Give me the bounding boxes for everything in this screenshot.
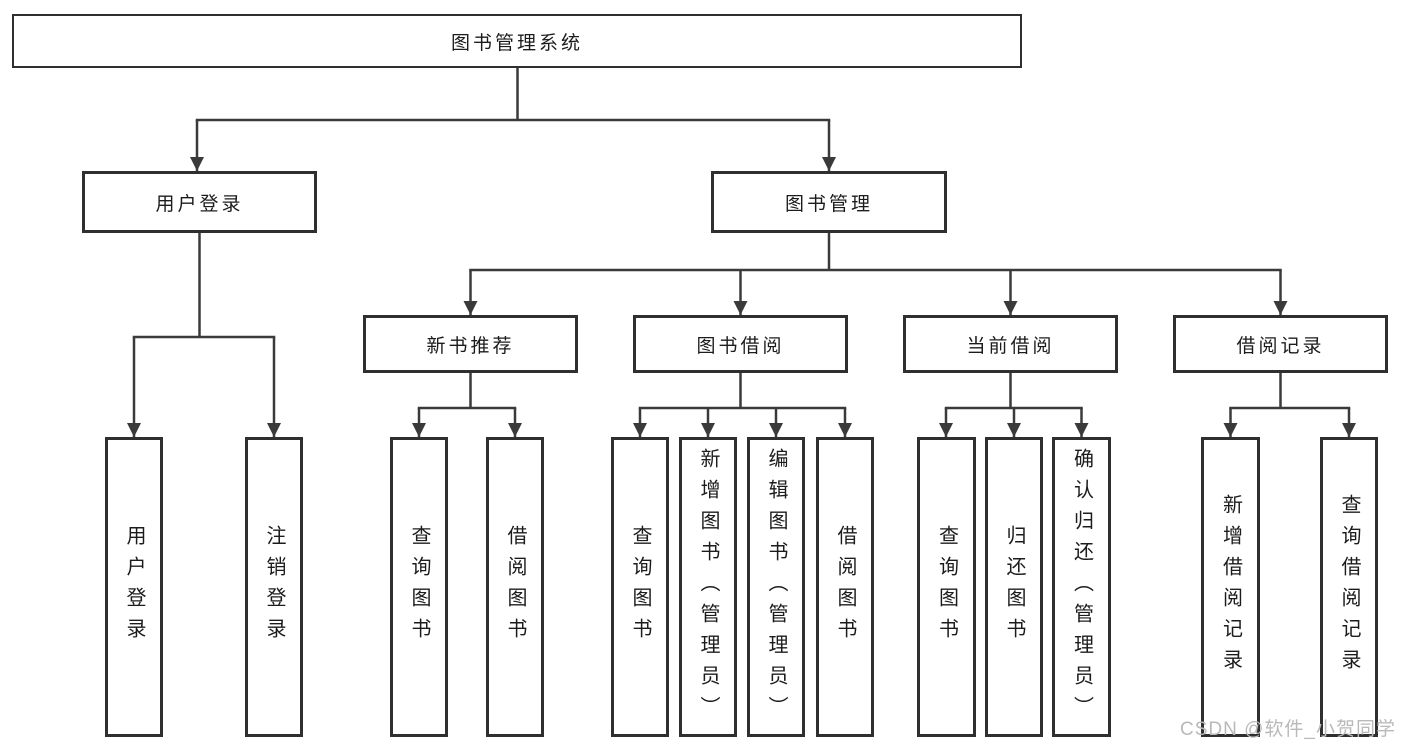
node-user-login: 用户登录 (82, 171, 317, 233)
leaf-logout: 注销登录 (245, 437, 303, 737)
leaf-add-borrow-record: 新增借阅记录 (1201, 437, 1260, 737)
node-root: 图书管理系统 (12, 14, 1022, 68)
node-label: 查询图书 (935, 525, 958, 649)
connector-current-borrow-split (944, 371, 1083, 410)
node-label: 注销登录 (263, 525, 285, 649)
node-new-book-recommend: 新书推荐 (363, 315, 578, 373)
node-label: 确认归还（管理员） (1070, 447, 1093, 727)
node-label: 查询图书 (629, 525, 651, 649)
node-label: 查询图书 (408, 525, 430, 649)
connector-book-management-split (469, 231, 1282, 272)
node-label: 查询借阅记录 (1338, 494, 1360, 680)
node-label: 借阅记录 (1236, 335, 1325, 357)
leaf-query-borrow-record: 查询借阅记录 (1320, 437, 1378, 737)
node-label: 归还图书 (1003, 525, 1025, 649)
node-label: 用户登录 (123, 525, 145, 649)
connector-user-login-split (132, 231, 276, 339)
node-label: 用户登录 (155, 193, 244, 215)
node-label: 新增借阅记录 (1219, 494, 1242, 680)
leaf-confirm-return-admin: 确认归还（管理员） (1052, 437, 1111, 737)
connector-root-split (195, 66, 831, 122)
node-label: 图书借阅 (696, 335, 785, 357)
node-label: 图书管理系统 (450, 32, 583, 54)
node-label: 借阅图书 (834, 525, 856, 649)
leaf-add-book-admin: 新增图书（管理员） (679, 437, 737, 737)
node-borrow-records: 借阅记录 (1173, 315, 1388, 373)
leaf-user-login: 用户登录 (105, 437, 163, 737)
connector-arrows (127, 120, 1356, 437)
connector-new-book-split (417, 371, 517, 410)
connector-book-borrow-split (638, 371, 847, 410)
node-current-borrow: 当前借阅 (903, 315, 1118, 373)
node-label: 当前借阅 (966, 335, 1055, 357)
node-label: 图书管理 (784, 193, 873, 215)
leaf-query-books-3: 查询图书 (917, 437, 976, 737)
leaf-return-books: 归还图书 (985, 437, 1043, 737)
leaf-borrow-books-1: 借阅图书 (486, 437, 544, 737)
node-book-management: 图书管理 (711, 171, 947, 233)
leaf-edit-book-admin: 编辑图书（管理员） (747, 437, 805, 737)
node-book-borrow: 图书借阅 (633, 315, 848, 373)
node-label: 新增图书（管理员） (697, 447, 719, 727)
node-label: 借阅图书 (504, 525, 526, 649)
leaf-query-books-2: 查询图书 (611, 437, 669, 737)
watermark: CSDN @软件_小贺同学 (1180, 719, 1396, 740)
node-label: 新书推荐 (426, 335, 515, 357)
leaf-borrow-books-2: 借阅图书 (816, 437, 874, 737)
node-label: 编辑图书（管理员） (765, 447, 787, 727)
leaf-query-books-1: 查询图书 (390, 437, 448, 737)
connector-borrow-records-split (1229, 371, 1351, 410)
